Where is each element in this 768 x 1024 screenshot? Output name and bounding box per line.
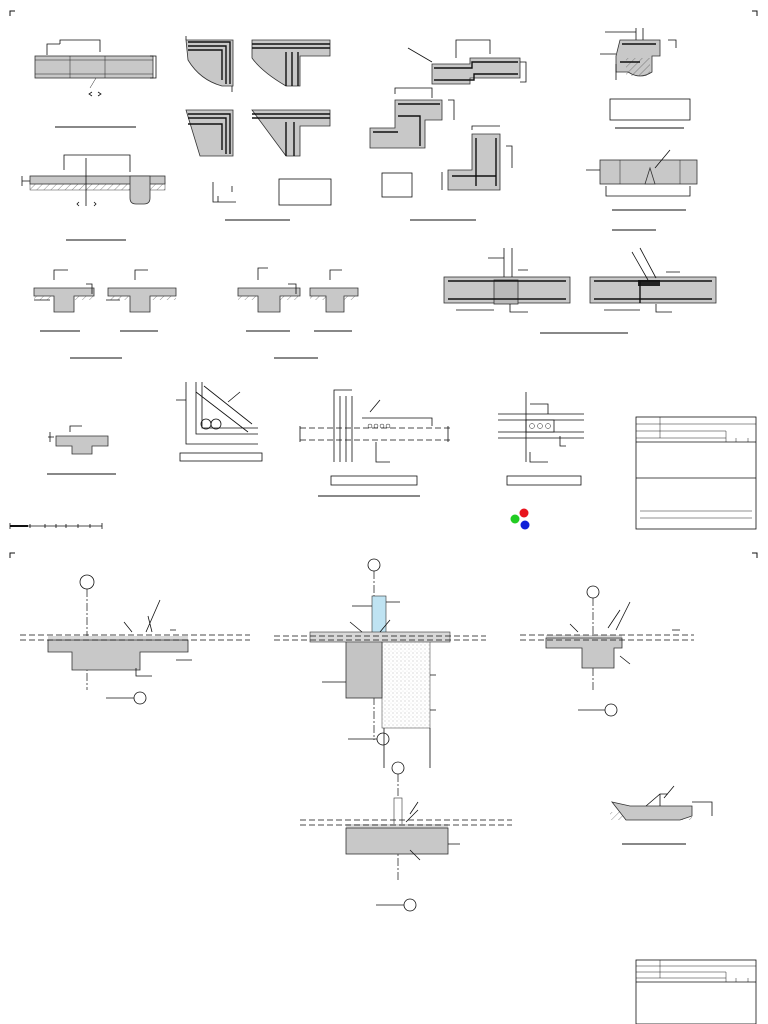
section-foundation-pad [300,761,512,912]
marker-blue [520,520,530,530]
detail-corner-reinforcement [185,36,332,221]
detail-sheet-top [9,10,758,530]
section-marker-icon [133,691,147,705]
detail-slab-haunch [586,149,698,231]
detail-small-edge [47,425,116,475]
grid-bubble-icon [367,558,381,572]
section-downstand-beam [20,574,250,705]
detail-slab-post-connection [443,247,717,334]
detail-beam-pockets-1 [33,269,177,359]
section-marker-icon [403,898,417,912]
detail-edge-beam [600,28,691,129]
grid-bubble-icon [79,574,95,590]
detail-corner-pipes [176,382,263,462]
scale-bar [9,523,103,529]
detail-stepped-slabs [369,39,527,221]
grid-bubble-icon [391,761,405,775]
sheet-corner-marks-2 [9,552,758,558]
detail-ground-slab-thickening [21,154,166,241]
section-haunched-edge [610,785,713,845]
section-wall-steel-column [274,558,486,768]
color-marker-icon [510,508,530,530]
section-edge-beam [520,585,694,717]
section-marker-icon [604,703,618,717]
title-block [635,416,757,530]
sheet-corner-marks [9,10,758,16]
detail-beam-void-formers [498,392,584,486]
marker-green [510,514,520,524]
detail-slab-joint [34,39,157,128]
detail-wall-conduits [299,389,450,497]
marker-red [519,508,529,518]
section-marker-icon [376,732,390,746]
detail-beam-pockets-2 [237,267,359,359]
title-block-2 [635,959,757,1024]
detail-sheet-bottom [0,540,768,1024]
grid-bubble-icon [586,585,600,599]
